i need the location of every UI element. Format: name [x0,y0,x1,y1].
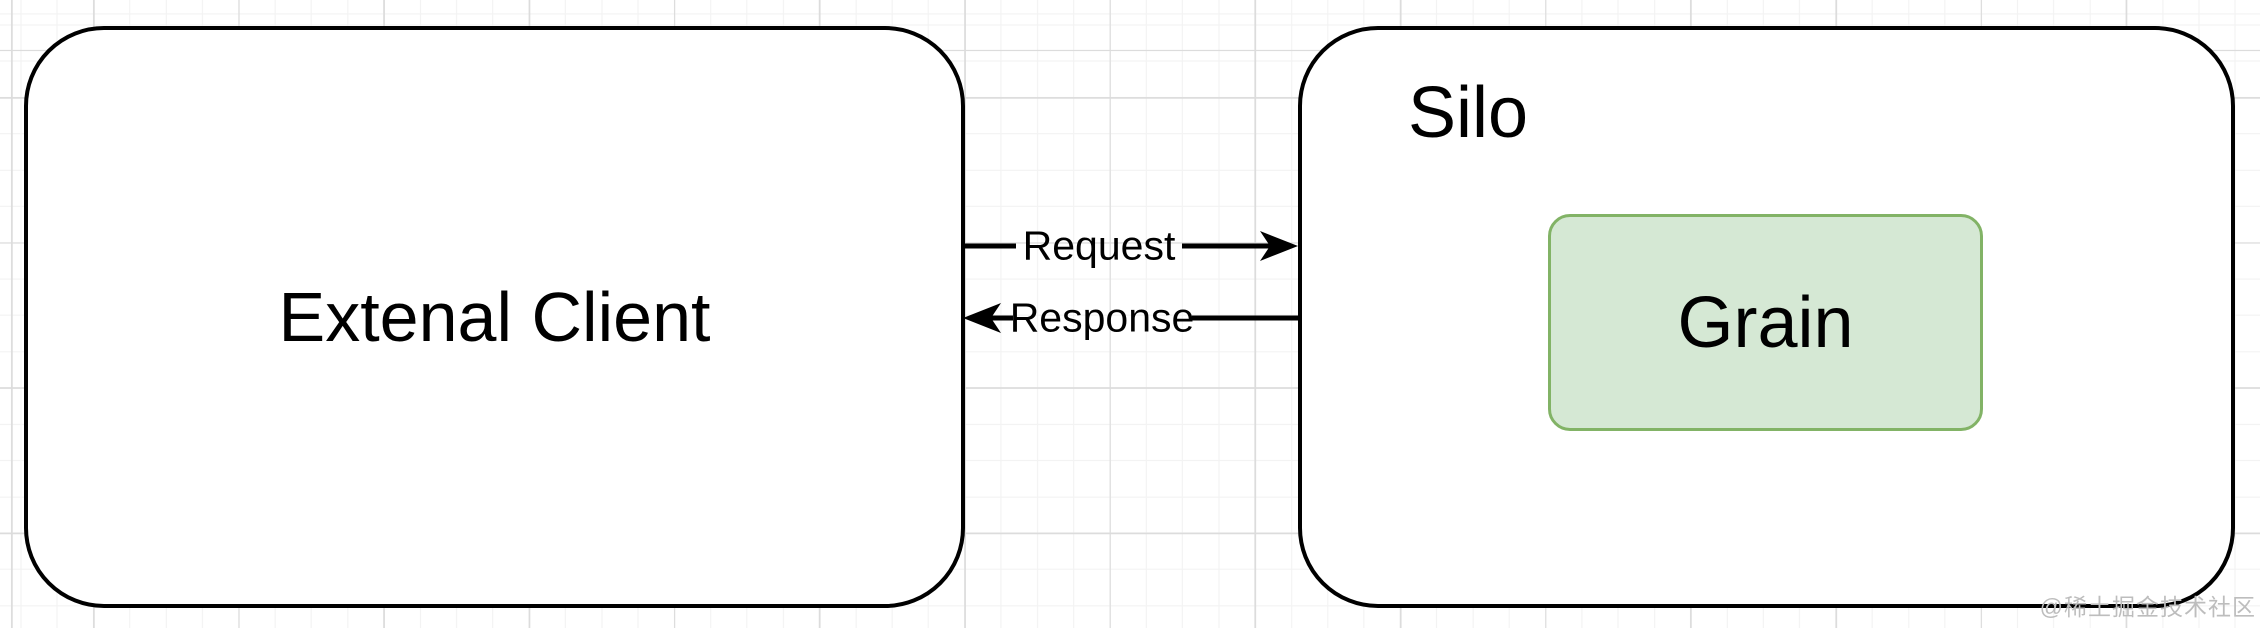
grain-box: Grain [1548,214,1983,431]
request-edge-label: Request [1022,222,1176,269]
request-arrowhead-icon [1260,231,1298,261]
external-client-label: Extenal Client [278,278,711,356]
external-client-box: Extenal Client [24,26,965,608]
silo-label: Silo [1408,73,1529,153]
grain-label: Grain [1677,282,1854,363]
watermark-text: @稀土掘金技术社区 [2039,594,2256,620]
response-arrowhead-icon [963,303,1001,333]
silo-box: Silo Grain [1298,26,2235,608]
response-edge-label: Response [1009,294,1195,341]
